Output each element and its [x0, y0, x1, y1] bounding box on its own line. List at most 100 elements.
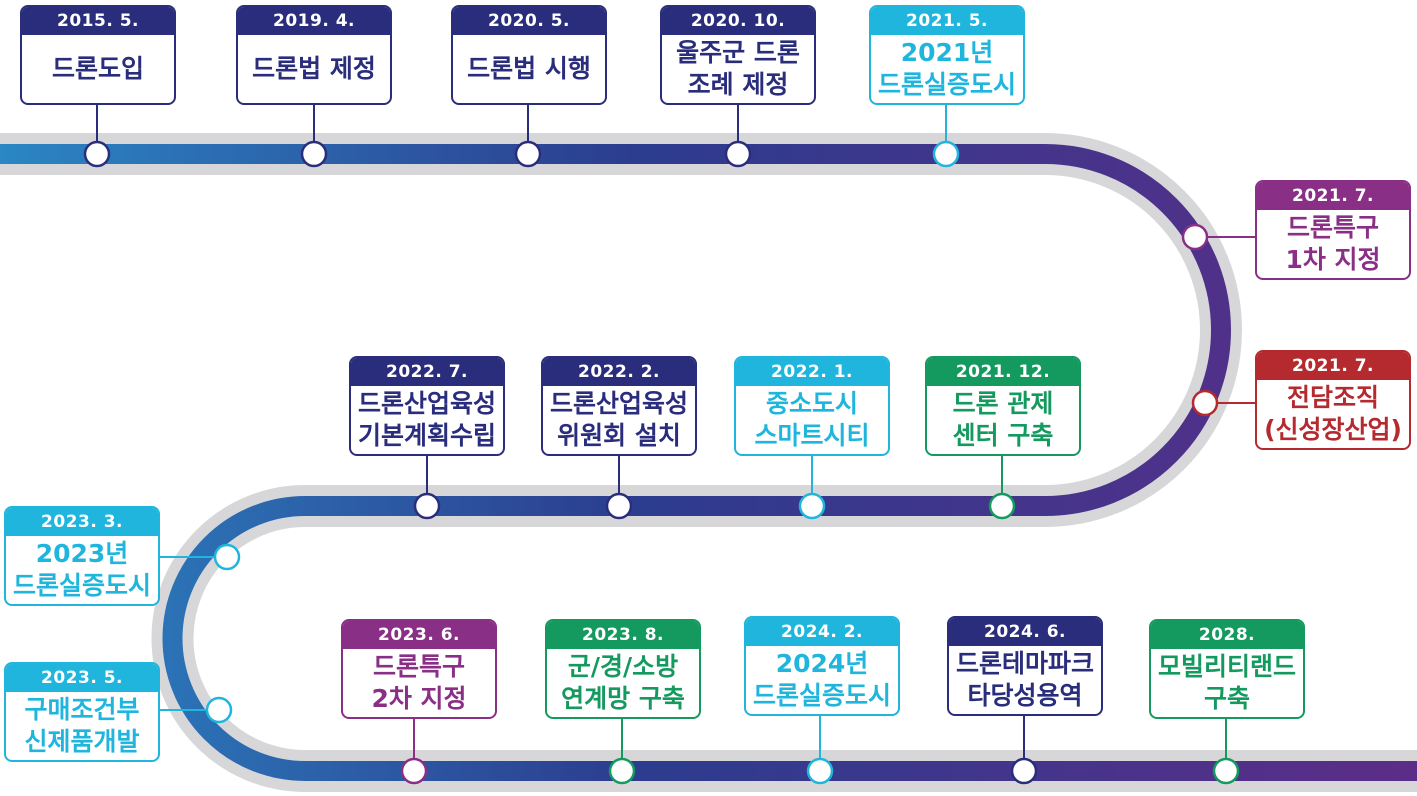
milestone-node: [798, 492, 826, 520]
milestone-text: 드론산업육성: [549, 389, 688, 418]
milestone-text: 구축: [1203, 684, 1250, 713]
milestone-card: 2019. 4.드론법 제정: [236, 5, 392, 105]
milestone-card: 2021. 7. 전담조직 (신성장산업): [1255, 350, 1411, 450]
milestone-date: 2022. 2.: [543, 358, 695, 386]
milestone-text: 센터 구축: [952, 421, 1054, 450]
milestone-node: [213, 543, 241, 571]
milestone-node: [83, 140, 111, 168]
milestone-text: 2021년: [900, 38, 994, 67]
milestone-date: 2020. 5.: [453, 7, 605, 35]
milestone-node: [1212, 757, 1240, 785]
milestone-body: 드론도입: [22, 35, 174, 103]
milestone-node: [806, 757, 834, 785]
milestone-text: 모빌리티랜드: [1157, 652, 1296, 681]
milestone-text: 스마트시티: [754, 421, 870, 450]
milestone-text: 드론테마파크: [955, 649, 1094, 678]
milestone-date: 2024. 2.: [746, 618, 898, 646]
milestone-text: 연계망 구축: [561, 684, 685, 713]
milestone-body: 드론특구 2차 지정: [343, 649, 495, 717]
milestone-text: 2차 지정: [371, 684, 467, 713]
milestone-node: [1181, 223, 1209, 251]
milestone-date: 2023. 3.: [6, 508, 158, 536]
milestone-node: [988, 492, 1016, 520]
milestone-text: 드론실증도시: [12, 571, 151, 600]
milestone-card: 2015. 5. 드론도입: [20, 5, 176, 105]
milestone-date: 2023. 6.: [343, 621, 495, 649]
milestone-date: 2021. 5.: [871, 7, 1023, 35]
milestone-text: 드론실증도시: [877, 70, 1016, 99]
milestone-body: 전담조직 (신성장산업): [1257, 380, 1409, 448]
milestone-text: 2024년: [775, 649, 869, 678]
milestone-text: 전담조직: [1286, 383, 1379, 412]
milestone-text: 울주군 드론: [676, 38, 800, 67]
milestone-text: 드론실증도시: [752, 681, 891, 710]
milestone-card: 2023. 6. 드론특구 2차 지정: [341, 619, 497, 719]
milestone-text: 드론특구: [1286, 213, 1379, 242]
milestone-date: 2022. 7.: [351, 358, 503, 386]
milestone-text: 구매조건부: [24, 695, 140, 724]
milestone-node: [205, 696, 233, 724]
milestone-node: [1191, 389, 1219, 417]
milestone-date: 2023. 5.: [6, 664, 158, 692]
milestone-node: [932, 140, 960, 168]
milestone-text: 기본계획수립: [357, 421, 496, 450]
milestone-text: 2023년: [35, 539, 129, 568]
milestone-card: 2021. 7. 드론특구 1차 지정: [1255, 180, 1411, 280]
road-line: [0, 144, 1417, 781]
milestone-date: 2015. 5.: [22, 7, 174, 35]
milestone-text: (신성장산업): [1264, 415, 1402, 444]
milestone-text: 중소도시: [765, 389, 858, 418]
milestone-node: [605, 492, 633, 520]
milestone-card: 2020. 5. 드론법 시행: [451, 5, 607, 105]
milestone-text: 드론 관제: [952, 389, 1054, 418]
milestone-date: 2021. 7.: [1257, 182, 1409, 210]
milestone-body: 드론법 제정: [238, 35, 390, 103]
milestone-text: 군/경/소방: [567, 652, 679, 681]
milestone-date: 2021. 12.: [927, 358, 1079, 386]
milestone-text: 신제품개발: [24, 727, 140, 756]
milestone-text: 드론도입: [51, 54, 144, 83]
milestone-text: 드론특구: [372, 652, 465, 681]
milestone-node: [413, 492, 441, 520]
milestone-text: 드론법 제정: [252, 54, 376, 83]
milestone-node: [724, 140, 752, 168]
milestone-text: 드론산업육성: [357, 389, 496, 418]
milestone-date: 2028.: [1151, 621, 1303, 649]
milestone-body: 드론특구 1차 지정: [1257, 210, 1409, 278]
milestone-date: 2022. 1.: [736, 358, 888, 386]
milestone-node: [514, 140, 542, 168]
milestone-date: 2023. 8.: [547, 621, 699, 649]
milestone-text: 드론법 시행: [467, 54, 591, 83]
milestone-text: 위원회 설치: [557, 421, 681, 450]
milestone-node: [1010, 757, 1038, 785]
milestone-text: 1차 지정: [1285, 245, 1381, 274]
milestone-date: 2021. 7.: [1257, 352, 1409, 380]
milestone-date: 2024. 6.: [949, 618, 1101, 646]
milestone-node: [608, 757, 636, 785]
